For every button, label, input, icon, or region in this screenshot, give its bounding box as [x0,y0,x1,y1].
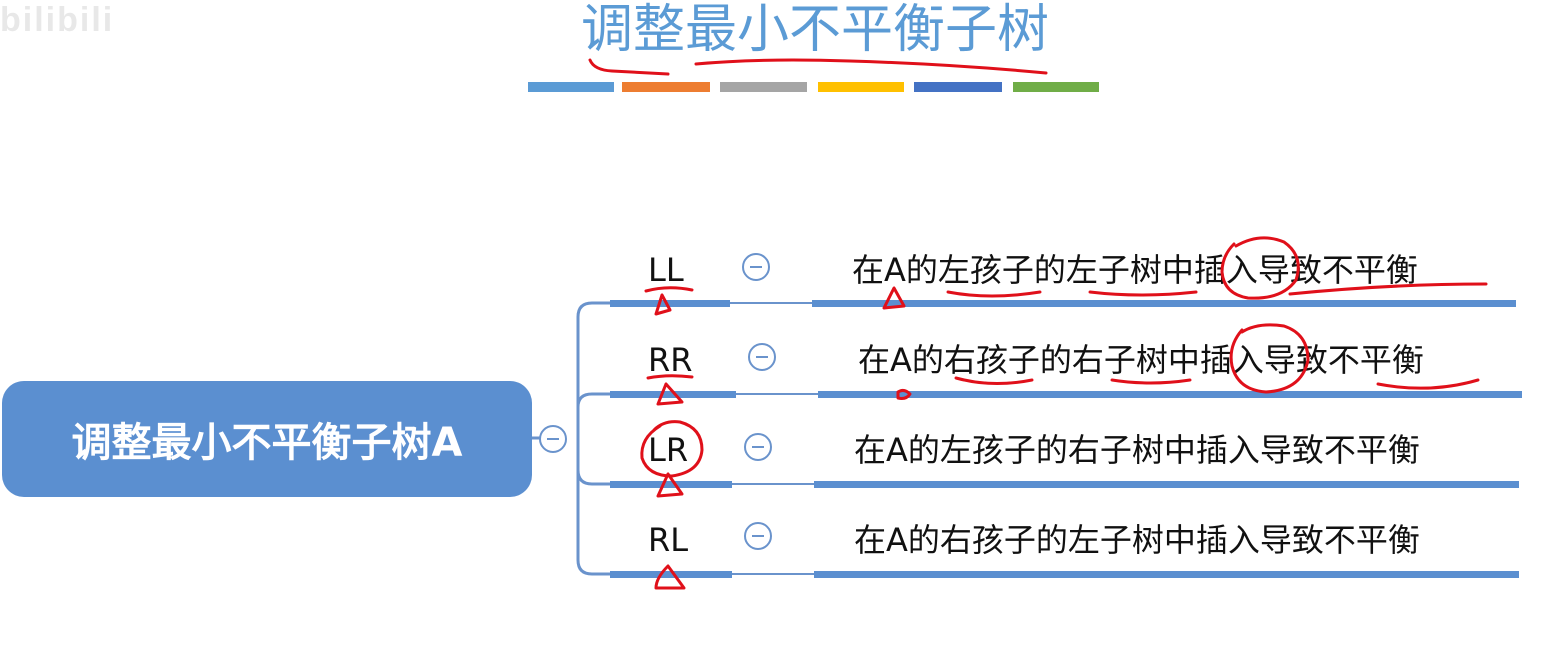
branch-rl-description-underline [814,571,1519,578]
branch-label-rr[interactable]: RR [648,341,693,379]
branch-lr-description-underline [814,481,1519,488]
branch-lr-description: 在A的左孩子的右子树中插入导致不平衡 [854,431,1420,469]
title-underline-long [694,58,1048,75]
branch-label-lr[interactable]: LR [648,431,689,469]
page-title: 调整最小不平衡子树 [580,0,1049,60]
branch-label-rl[interactable]: RL [648,521,689,559]
title-underline-short [588,58,670,76]
branch-ll-description-underline [812,300,1516,307]
rr-insert-circle [1229,323,1310,394]
ll-unbalanced-underline [1288,282,1488,296]
ll-left-subtree-underline [1088,290,1198,297]
rr-right-subtree-underline [1110,378,1192,385]
root-node-label: 调整最小不平衡子树A [71,420,463,466]
ll-label-underline-mark [644,286,694,293]
branch-rl-collapse-button[interactable] [744,522,772,550]
branch-label-ll[interactable]: LL [648,251,684,289]
branch-rr-label-underline [610,391,736,398]
branch-ll-label-underline [610,300,730,307]
title-color-bar-2 [622,82,710,92]
rr-label-underline-mark [646,374,694,380]
root-collapse-button[interactable] [539,425,567,453]
rr-triangle-mark [656,382,684,406]
title-color-bar-4 [818,82,904,92]
rr-a-mark [896,388,912,400]
minus-icon [752,446,764,448]
minus-icon [752,535,764,537]
lr-label-circle [640,420,704,478]
title-color-bar-1 [528,82,614,92]
root-node[interactable]: 调整最小不平衡子树A [2,381,532,497]
branch-lr-collapse-button[interactable] [744,433,772,461]
rr-unbalanced-underline [1376,378,1480,390]
title-color-bar-6 [1013,82,1099,92]
bilibili-watermark: bilibili [0,1,115,39]
branch-rr-collapse-button[interactable] [748,343,776,371]
branch-rl-description: 在A的右孩子的左子树中插入导致不平衡 [854,521,1420,559]
minus-icon [547,438,559,440]
title-color-bar-5 [914,82,1002,92]
rl-triangle-mark [654,564,686,590]
rr-right-child-underline [954,376,1034,386]
branch-rr-description: 在A的右孩子的右子树中插入导致不平衡 [858,341,1424,379]
branch-rl-label-underline [610,571,732,578]
branch-rr-description-underline [818,391,1522,398]
branch-ll-description: 在A的左孩子的左子树中插入导致不平衡 [852,251,1418,289]
branch-lr-label-underline [610,481,732,488]
ll-a-mark [882,286,906,310]
minus-icon [756,356,768,358]
ll-left-child-underline [946,290,1042,298]
ll-triangle-mark [654,293,672,316]
branch-ll-collapse-button[interactable] [742,253,770,281]
lr-triangle-mark [656,472,684,498]
minus-icon [750,266,762,268]
title-color-bar-3 [720,82,807,92]
ll-insert-circle [1220,236,1300,300]
